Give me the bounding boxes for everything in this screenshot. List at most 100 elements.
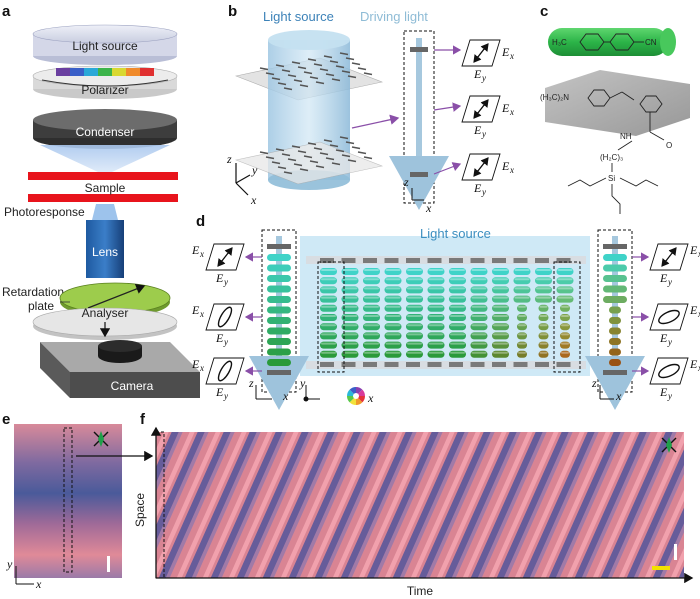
- lens-label: Lens: [92, 245, 118, 259]
- molecule-dash: [351, 146, 361, 150]
- lc-molecule-highlight: [539, 333, 548, 336]
- molecule-dash: [265, 156, 275, 160]
- amide-bond: [617, 140, 633, 151]
- lc-molecule: [492, 323, 509, 331]
- spectrum-band: [56, 68, 70, 76]
- lc-molecule-highlight: [321, 342, 336, 345]
- electrode-dash: [513, 258, 528, 263]
- kymograph-f: [156, 432, 684, 578]
- linear-polarization-d-back: [661, 247, 677, 267]
- lc-molecule-highlight: [407, 269, 422, 271]
- lc-molecule-highlight: [364, 324, 379, 327]
- polarization-arrow: [41, 79, 169, 87]
- lc-molecule: [427, 350, 445, 358]
- lc-molecule: [320, 304, 337, 312]
- lc-molecule: [320, 268, 337, 275]
- camera-aperture-top: [98, 340, 142, 352]
- lc-molecule-highlight: [342, 278, 358, 281]
- ex-label: E: [501, 159, 510, 173]
- lc-molecule-highlight: [407, 305, 422, 308]
- lc-molecule: [406, 323, 423, 331]
- light-cone: [40, 145, 170, 172]
- lc-molecule: [513, 286, 531, 294]
- lc-molecule-highlight: [539, 305, 548, 308]
- lc-molecule-highlight: [342, 269, 358, 271]
- lc-molecule: [384, 277, 402, 285]
- azo-molecule-block: [545, 70, 690, 136]
- molecule-dash: [357, 67, 367, 71]
- lc-molecule-highlight: [428, 305, 444, 308]
- molecule-dash: [303, 155, 313, 159]
- spectrum-band: [84, 68, 98, 76]
- molecule-dash: [313, 63, 323, 67]
- color-wheel: [347, 386, 365, 405]
- panel-label-e: e: [2, 411, 10, 428]
- scale-bar-e: [107, 556, 110, 572]
- polarization-frame-d: [649, 303, 689, 331]
- panel-c: c H₃C CN (H₃C)₂N O NH (H₂C)₃ Si: [540, 3, 690, 214]
- kymograph-overlay: [156, 432, 684, 578]
- electrode-dash: [513, 362, 528, 367]
- lc-molecule: [517, 332, 527, 340]
- lc-molecule: [320, 341, 337, 349]
- lc-molecule: [560, 314, 570, 321]
- color-wheel-center: [353, 393, 359, 399]
- column-molecule: [267, 264, 291, 272]
- lc-molecule: [406, 277, 423, 285]
- nitrile-label: CN: [645, 38, 657, 47]
- lc-molecule: [470, 286, 488, 294]
- column-molecule: [603, 285, 627, 293]
- top-plate-molecules: [259, 52, 373, 91]
- lc-molecule-highlight: [493, 278, 508, 281]
- molecule-dash: [345, 57, 355, 61]
- lc-molecule: [449, 277, 466, 285]
- ex-subscript-d: x: [199, 249, 204, 259]
- lens-tip: [92, 204, 118, 220]
- molecule-dash: [291, 145, 301, 149]
- column-molecule: [267, 348, 291, 356]
- axis-z-label-d-right: z: [591, 376, 597, 390]
- column-electrode-bottom: [603, 370, 627, 375]
- axis-x-label-d-right: x: [615, 389, 622, 403]
- inner-z-label-b: z: [403, 175, 409, 189]
- lc-molecule-highlight: [385, 287, 401, 290]
- lc-molecule: [363, 286, 380, 294]
- molecule-dash: [293, 163, 303, 167]
- axis-y-label-e: y: [6, 557, 13, 571]
- lc-molecule: [320, 332, 337, 340]
- lc-molecule-highlight: [493, 324, 508, 327]
- molecule-dash: [277, 166, 287, 170]
- driving-light-label: Driving light: [360, 9, 428, 24]
- lc-molecule: [513, 295, 531, 303]
- lc-molecule: [538, 350, 549, 358]
- molecule-dash: [303, 71, 313, 75]
- ey-label-d: E: [659, 385, 668, 399]
- right-molecule-column: [585, 236, 645, 410]
- lc-molecule-highlight: [539, 315, 548, 317]
- lc-molecule: [406, 350, 423, 358]
- lc-molecule: [449, 268, 466, 275]
- lc-molecule-highlight: [428, 342, 444, 345]
- lc-molecule-highlight: [364, 278, 379, 281]
- lc-molecule: [406, 268, 423, 275]
- molecule-dash: [297, 150, 307, 154]
- polarizer-cross-e: [93, 431, 109, 447]
- lc-molecule: [363, 314, 380, 321]
- lc-molecule-highlight: [561, 333, 569, 336]
- lc-molecule-highlight: [493, 269, 508, 271]
- lc-molecule-highlight: [428, 315, 444, 317]
- lc-molecule: [320, 277, 337, 285]
- lc-molecule: [341, 314, 359, 321]
- molecule-dash: [287, 74, 297, 78]
- lc-molecule: [492, 268, 509, 275]
- column-molecule: [609, 306, 621, 314]
- axis-x-label-e: x: [35, 577, 42, 591]
- molecule-dash: [315, 81, 325, 85]
- zoom-arrow-b: [351, 114, 400, 129]
- lc-molecule: [341, 341, 359, 349]
- ey-subscript: y: [481, 73, 486, 83]
- lc-molecule: [470, 323, 488, 331]
- molecule-dash: [275, 64, 285, 68]
- electrode-dash: [556, 362, 571, 367]
- lc-molecule: [363, 295, 380, 303]
